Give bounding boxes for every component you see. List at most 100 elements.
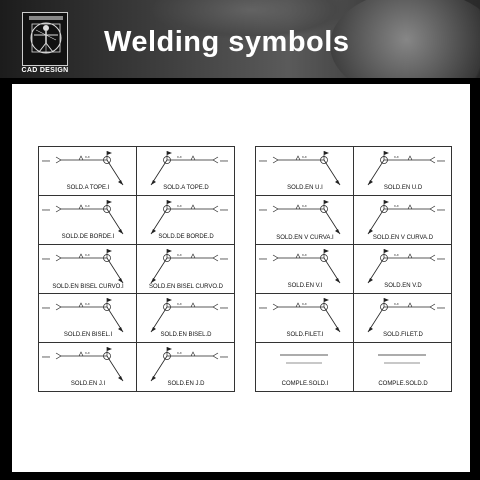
tail-text: xxxx xyxy=(42,354,50,359)
symbol-label: SOLD.EN V CURVA.I xyxy=(276,235,334,241)
weld-symbol xyxy=(55,151,124,186)
symbol-label: SOLD.EN J.D xyxy=(167,381,205,387)
symbol-label: SOLD.DE BORDE.I xyxy=(61,234,115,240)
weld-symbol xyxy=(272,249,341,284)
banner-statue xyxy=(330,0,480,78)
weld-symbol-drawing: xxxx x-x xyxy=(259,298,341,333)
symbol-label: SOLD.A TOPE.I xyxy=(66,185,110,191)
symbol-label: SOLD.EN J.I xyxy=(70,381,106,387)
tail-text: xxxx xyxy=(437,158,445,163)
tail-text: xxxx xyxy=(220,305,228,310)
weld-symbol-drawing: xxxx x-x xyxy=(367,249,445,284)
weld-symbol-drawing xyxy=(378,354,426,364)
symbol-label: SOLD.FILET.D xyxy=(383,332,423,338)
weld-symbol-drawing: xxxx x-x xyxy=(42,347,124,382)
tail-text: xxxx xyxy=(220,158,228,163)
symbol-label: SOLD.FILET.I xyxy=(286,332,324,338)
symbol-label: COMPLE.SOLD.D xyxy=(378,381,428,387)
weld-symbol-drawing: xxxx x-x xyxy=(367,200,445,235)
weld-symbol-drawing: xxxx x-x xyxy=(42,249,124,284)
dimension-text: x-x xyxy=(85,253,90,257)
tail-text: xxxx xyxy=(437,207,445,212)
weld-symbol-drawing: xxxx x-x xyxy=(367,151,445,186)
symbol-label: SOLD.A TOPE.D xyxy=(163,185,209,191)
tail-text: xxxx xyxy=(259,305,267,310)
tail-text: xxxx xyxy=(220,256,228,261)
weld-symbol-drawing: xxxx x-x xyxy=(150,249,228,284)
weld-symbol-drawing xyxy=(280,354,328,364)
dimension-text: x-x xyxy=(85,155,90,159)
dimension-text: x-x xyxy=(394,155,399,159)
symbol-label: SOLD.EN V CURVA.D xyxy=(372,235,434,241)
supplementary-line xyxy=(378,354,426,364)
logo-icon xyxy=(22,12,68,66)
weld-symbol xyxy=(272,200,341,235)
dimension-text: x-x xyxy=(177,204,182,208)
tail-text: xxxx xyxy=(42,256,50,261)
symbol-cell: COMPLE.SOLD.I xyxy=(255,342,354,392)
weld-symbol-drawing: xxxx x-x xyxy=(42,200,124,235)
weld-symbol xyxy=(55,249,124,284)
symbol-label: SOLD.EN V.D xyxy=(384,283,422,289)
dimension-text: x-x xyxy=(85,351,90,355)
weld-symbol-drawing: xxxx x-x xyxy=(367,298,445,333)
dimension-text: x-x xyxy=(394,302,399,306)
tail-text: xxxx xyxy=(437,305,445,310)
dimension-text: x-x xyxy=(85,204,90,208)
weld-symbol xyxy=(272,151,341,186)
symbol-cell: COMPLE.SOLD.D xyxy=(353,342,452,392)
logo-text: CAD DESIGN xyxy=(21,67,69,74)
weld-symbol xyxy=(55,347,124,382)
tail-text: xxxx xyxy=(42,207,50,212)
weld-symbol-drawing: xxxx x-x xyxy=(150,151,228,186)
symbol-label: COMPLE.SOLD.I xyxy=(281,381,329,387)
weld-symbol xyxy=(367,151,436,186)
symbol-label: SOLD.EN BISEL CURVO.D xyxy=(148,284,224,290)
weld-symbol xyxy=(150,347,219,382)
weld-symbol xyxy=(150,249,219,284)
symbol-label: SOLD.EN U.I xyxy=(287,185,323,191)
symbol-label: SOLD.EN BISEL.D xyxy=(160,332,212,338)
dimension-text: x-x xyxy=(302,253,307,257)
symbol-label: SOLD.EN U.D xyxy=(383,185,423,191)
weld-symbol xyxy=(150,298,219,333)
tail-text: xxxx xyxy=(259,158,267,163)
dimension-text: x-x xyxy=(177,155,182,159)
tail-text: xxxx xyxy=(42,305,50,310)
dimension-text: x-x xyxy=(302,204,307,208)
weld-symbol-drawing: xxxx x-x xyxy=(42,298,124,333)
tail-text: xxxx xyxy=(437,256,445,261)
dimension-text: x-x xyxy=(302,302,307,306)
dimension-text: x-x xyxy=(85,302,90,306)
symbol-row: COMPLE.SOLD.I COMPLE.SOLD.D xyxy=(255,342,452,392)
dimension-text: x-x xyxy=(394,204,399,208)
tail-text: xxxx xyxy=(42,158,50,163)
dimension-text: x-x xyxy=(394,253,399,257)
page-title: Welding symbols xyxy=(104,26,350,58)
symbol-label: SOLD.DE BORDE.D xyxy=(158,234,214,240)
dimension-text: x-x xyxy=(177,253,182,257)
